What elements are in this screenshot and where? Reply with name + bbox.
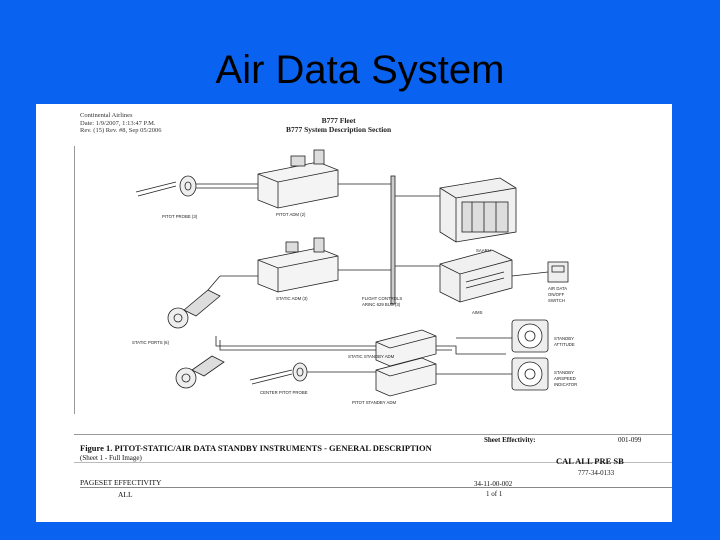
center-pitot-probe-icon [249,362,376,385]
sheet-effectivity-value: 001-099 [618,436,642,444]
air-data-switch-icon [511,261,569,283]
standby-static-port-icon [175,355,225,389]
document-sheet: Continental Airlines Date: 1/9/2007, 1:1… [36,104,672,522]
static-port-icon [167,275,221,329]
pageset-rule [80,487,672,488]
label-pitot-adm: PITOT ADM (2) [276,212,306,217]
label-standby-airspeed-1: STANDBY [554,370,574,375]
label-standby-airspeed-3: INDICATOR [554,382,577,387]
footer-rule [74,434,672,435]
label-standby-airspeed-2: AIRSPEED [554,376,576,381]
label-pitot-standby-adm: PITOT STANDBY ADM [352,400,397,405]
label-switch-2: ON/OFF [548,292,565,297]
figure-caption: Figure 1. PITOT-STATIC/AIR DATA STANDBY … [80,443,432,453]
label-aims: AIMS [472,310,483,315]
standby-attitude-icon [511,319,549,353]
page-number: 1 of 1 [486,490,503,498]
document-header-center: B777 Fleet B777 System Description Secti… [286,116,391,134]
label-flight-controls: FLIGHT CONTROLS [362,296,402,301]
section-title: B777 System Description Section [286,125,392,134]
label-static-adm: STATIC ADM (3) [276,296,308,301]
label-switch-3: SWITCH [548,298,565,303]
static-standby-adm-icon [375,329,437,367]
cal-effectivity: CAL ALL PRE SB [556,456,624,466]
pageset-effectivity-label: PAGESET EFFECTIVITY [80,478,162,487]
revision: Rev. (15) Rev. #8, Sep 05/2006 [80,127,162,134]
fleet-title: B777 Fleet [321,116,356,125]
label-pitot-probe: PITOT PROBE (3) [162,214,198,219]
pitot-standby-adm-icon [375,357,437,397]
aims-icon [439,249,513,303]
label-static-standby-adm: STATIC STANDBY ADM [348,354,395,359]
pitot-static-diagram: PITOT PROBE (3) PITOT ADM (2) STATIC ADM… [132,149,577,405]
sheet-effectivity-label: Sheet Effectivity: [484,436,536,444]
label-saaru: SAARU [476,248,491,253]
label-arinc-bus: ARINC 629 BUS (3) [362,302,401,307]
document-header-left: Continental Airlines Date: 1/9/2007, 1:1… [80,112,161,135]
pageset-effectivity-value: ALL [118,490,133,499]
margin-rule [74,146,75,414]
label-static-ports: STATIC PORTS (6) [132,340,170,345]
print-date: Date: 1/9/2007, 1:13:47 P.M. [80,119,156,127]
saaru-icon [439,177,517,243]
arinc-bus-icon [390,175,396,305]
slide-title: Air Data System [215,48,505,92]
standby-airspeed-icon [511,357,549,391]
pitot-probe-icon [135,175,258,197]
label-standby-attitude-2: ATTITUDE [554,342,575,347]
airline-name: Continental Airlines [80,112,133,119]
label-center-pitot-probe: CENTER PITOT PROBE [260,390,308,395]
static-adm-icon [257,237,339,293]
label-switch-1: AIR DATA [548,286,567,291]
pitot-adm-icon [257,149,339,209]
figure-subcaption: (Sheet 1 - Full Image) [80,454,142,462]
caption-rule [74,462,672,463]
label-standby-attitude-1: STANDBY [554,336,574,341]
chapter-number: 34-11-00-002 [474,480,513,488]
document-number: 777-34-0133 [578,469,615,477]
